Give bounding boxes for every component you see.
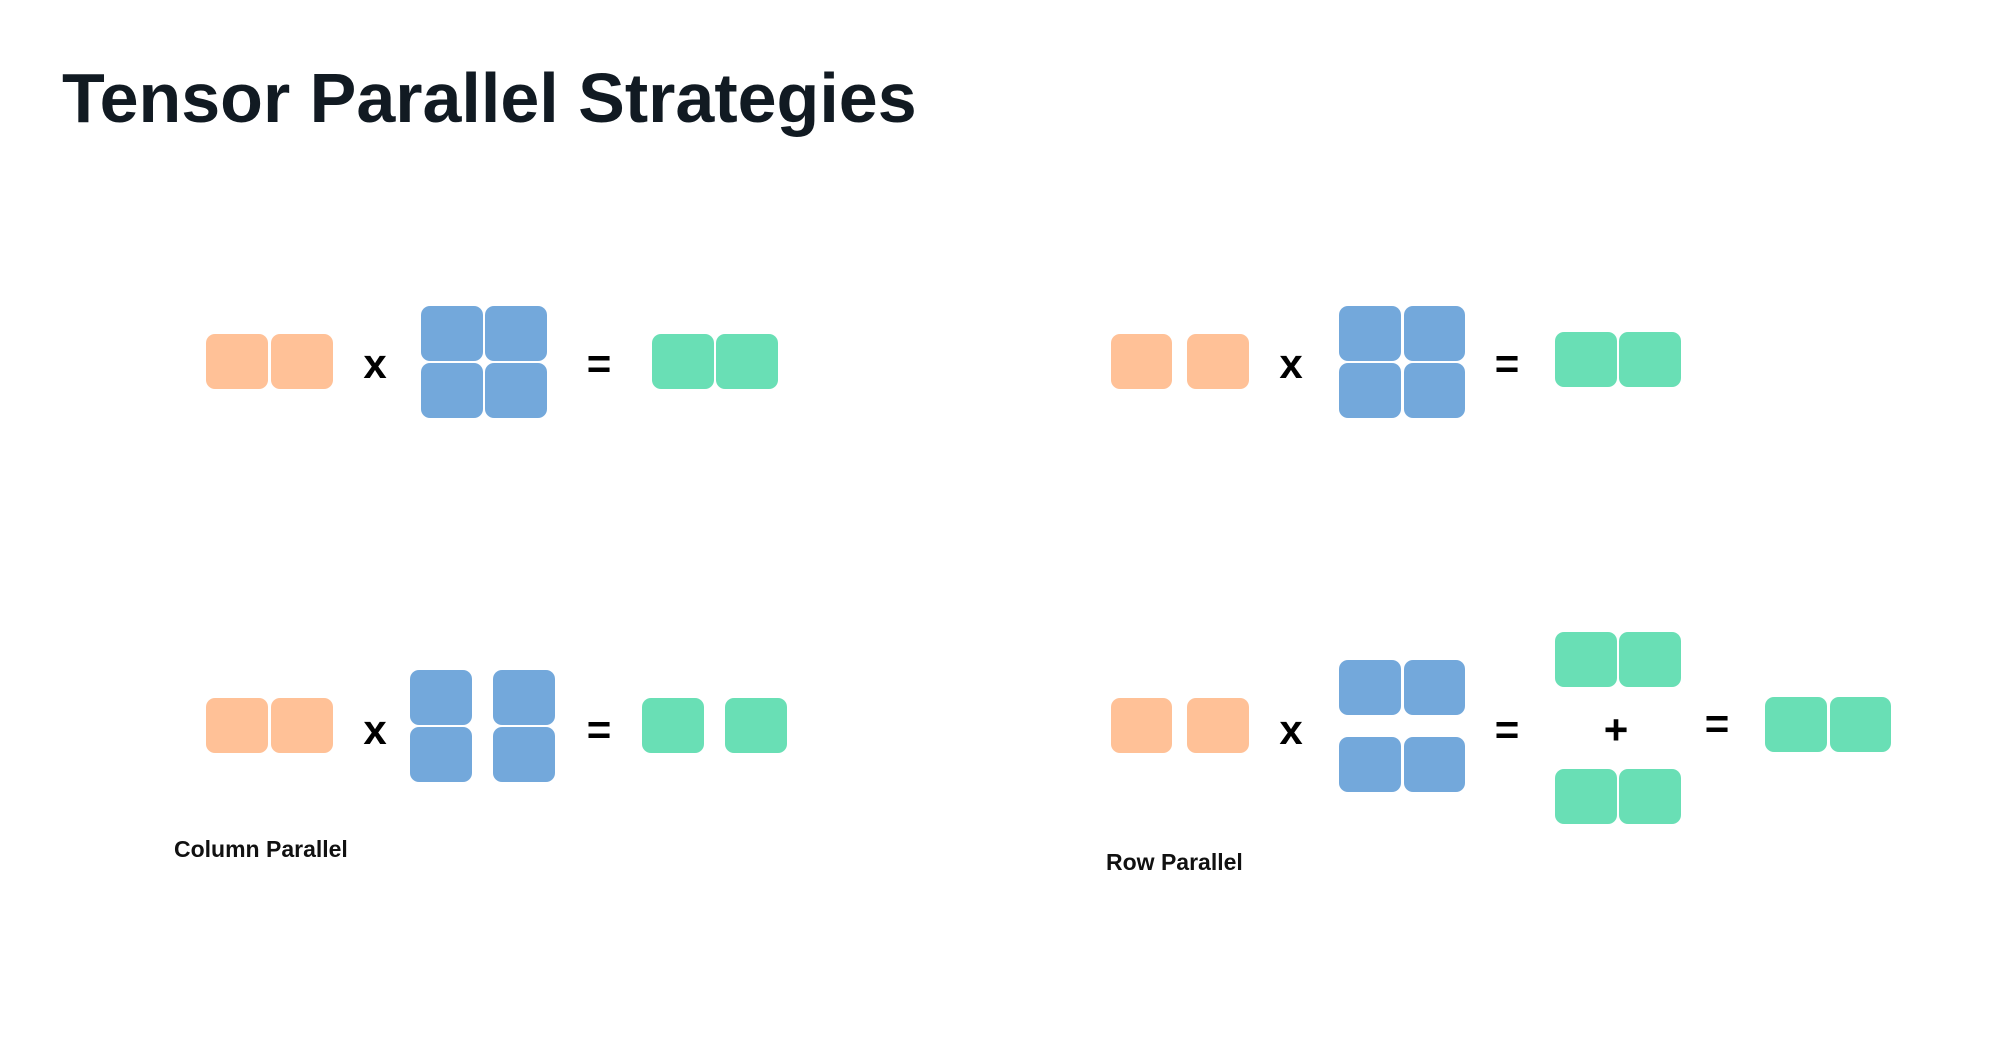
weight-shard-block <box>493 670 555 725</box>
weight-block <box>1339 363 1401 418</box>
output-block <box>1765 697 1827 752</box>
weight-block <box>1339 306 1401 361</box>
output-block <box>716 334 778 389</box>
partial-output-block <box>1619 769 1681 824</box>
equals-sign: = <box>586 340 612 387</box>
weight-block <box>485 306 547 361</box>
partial-output-block <box>1555 632 1617 687</box>
plus-sign: + <box>1603 706 1629 753</box>
weight-block <box>1404 306 1465 361</box>
weight-shard-block <box>493 727 555 782</box>
partial-output-block <box>1619 632 1681 687</box>
input-shard-block <box>1111 698 1172 753</box>
output-block <box>652 334 714 389</box>
page-title: Tensor Parallel Strategies <box>62 59 917 137</box>
weight-shard-block <box>1404 737 1465 792</box>
output-block <box>1619 332 1681 387</box>
row-parallel-label: Row Parallel <box>1106 849 1243 875</box>
input-block <box>206 334 268 389</box>
weight-shard-block <box>410 670 472 725</box>
equals-sign: = <box>1494 706 1520 753</box>
output-shard-block <box>725 698 787 753</box>
weight-shard-block <box>1339 737 1401 792</box>
weight-shard-block <box>1339 660 1401 715</box>
input-shard-block <box>1187 698 1249 753</box>
equals-sign: = <box>1704 700 1730 747</box>
equals-sign: = <box>1494 340 1520 387</box>
output-block <box>1555 332 1617 387</box>
multiply-sign: x <box>1279 706 1303 753</box>
input-block <box>206 698 268 753</box>
weight-block <box>1404 363 1465 418</box>
weight-block <box>421 363 483 418</box>
input-block <box>271 334 333 389</box>
weight-shard-block <box>1404 660 1465 715</box>
partial-output-block <box>1555 769 1617 824</box>
output-block <box>1830 697 1891 752</box>
weight-block <box>485 363 547 418</box>
weight-shard-block <box>410 727 472 782</box>
output-shard-block <box>642 698 704 753</box>
input-block <box>1111 334 1172 389</box>
column-parallel-label: Column Parallel <box>174 836 348 862</box>
weight-block <box>421 306 483 361</box>
multiply-sign: x <box>363 706 387 753</box>
input-block <box>1187 334 1249 389</box>
multiply-sign: x <box>1279 340 1303 387</box>
equals-sign: = <box>586 706 612 753</box>
multiply-sign: x <box>363 340 387 387</box>
input-block <box>271 698 333 753</box>
